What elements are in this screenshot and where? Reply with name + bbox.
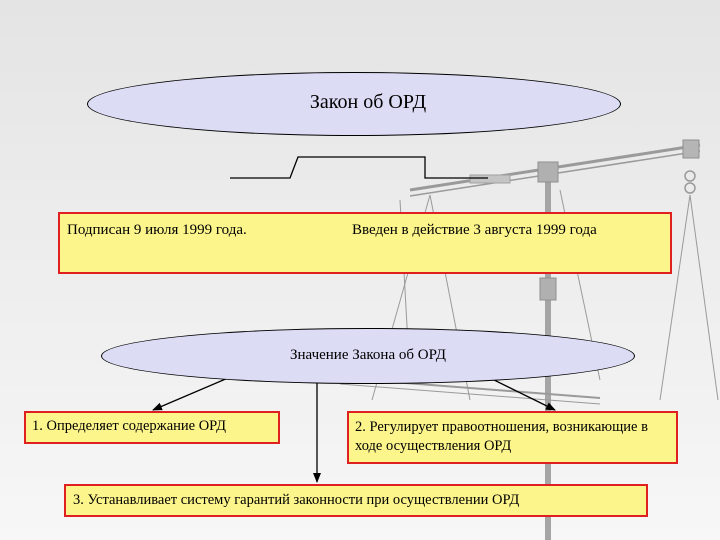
meaning-title: Значение Закона об ОРД <box>289 346 447 363</box>
dates-box: Подписан 9 июля 1999 года. Введен в дейс… <box>58 212 672 274</box>
signed-date-text: Подписан 9 июля 1999 года. <box>67 222 247 238</box>
effective-date-text: Введен в действие 3 августа 1999 года <box>352 222 597 238</box>
item-box-3: 3. Устанавливает систему гарантий законн… <box>64 484 648 517</box>
arrow-to-item-2 <box>489 377 556 411</box>
law-title-ellipse: Закон об ОРД <box>87 72 621 136</box>
item-1-text: 1. Определяет содержание ОРД <box>32 418 227 434</box>
law-bracket-connector <box>230 156 488 179</box>
item-box-2: 2. Регулирует правоотношения, возникающи… <box>347 411 678 464</box>
meaning-ellipse: Значение Закона об ОРД <box>101 328 635 384</box>
item-2-text: 2. Регулирует правоотношения, возникающи… <box>355 419 648 454</box>
item-3-text: 3. Устанавливает систему гарантий законн… <box>73 492 520 508</box>
item-box-1: 1. Определяет содержание ОРД <box>24 411 280 444</box>
law-title: Закон об ОРД <box>309 90 427 113</box>
arrow-to-item-1 <box>152 377 229 411</box>
